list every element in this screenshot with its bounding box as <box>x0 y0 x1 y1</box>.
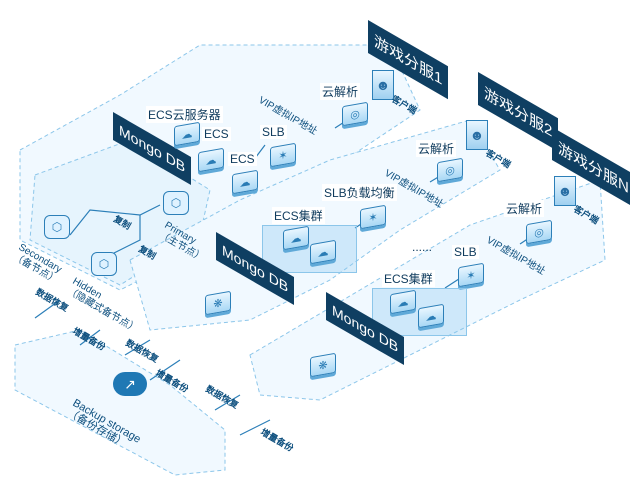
ellipsis: ...... <box>412 240 433 254</box>
slb-label: SLB <box>452 245 479 259</box>
replication-line <box>109 215 141 256</box>
slb-label: SLB <box>260 125 287 139</box>
primary-node-icon: ⬡ <box>163 191 189 215</box>
dns-label: 云解析 <box>320 83 361 100</box>
hidden-node-icon: ⬡ <box>91 252 117 276</box>
client-user-icon: ☻ <box>554 176 576 206</box>
dns-label: 云解析 <box>416 140 457 157</box>
ecs-label: ECS <box>202 127 231 141</box>
flow-line <box>34 299 271 436</box>
zone-3 <box>249 179 606 401</box>
ecs-server-title: ECS云服务器 <box>146 106 223 123</box>
ecs-cluster-label: ECS集群 <box>272 207 325 224</box>
secondary-node-icon: ⬡ <box>44 215 70 239</box>
replication-line <box>69 204 161 236</box>
backup-upload-icon: ↗ <box>113 372 147 396</box>
ecs-cluster-label: ECS集群 <box>382 270 435 287</box>
backup-zone <box>14 329 226 476</box>
ecs-label: ECS <box>228 152 257 166</box>
dns-label: 云解析 <box>504 200 545 217</box>
slb-lb-label: SLB负载均衡 <box>322 184 397 201</box>
client-user-icon: ☻ <box>372 70 394 100</box>
ecs-cluster-box <box>262 225 357 273</box>
client-user-icon: ☻ <box>466 120 488 150</box>
